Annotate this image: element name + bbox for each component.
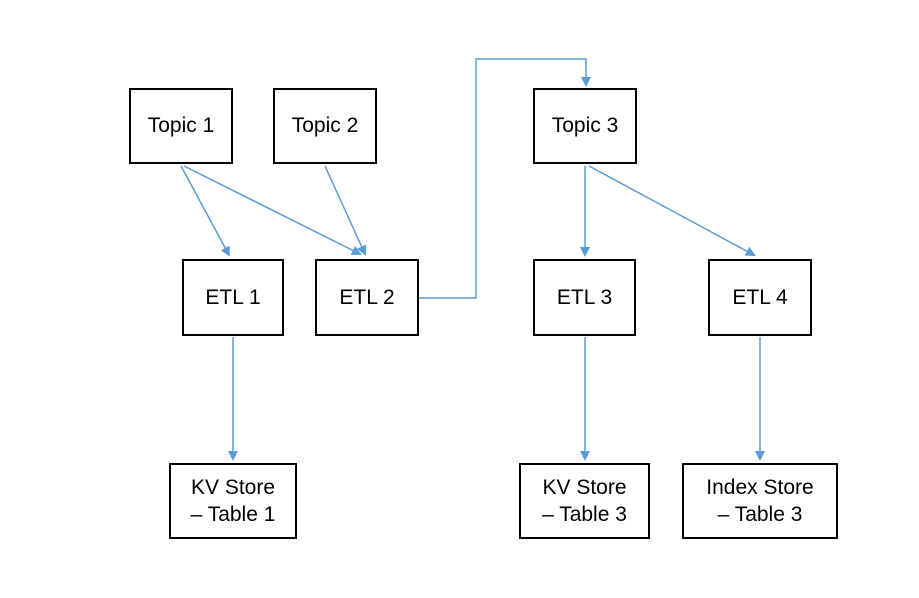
node-topic-2: Topic 2 bbox=[273, 88, 377, 164]
node-index-store-table-3-line2: – Table 3 bbox=[717, 503, 803, 526]
node-topic-3-label: Topic 3 bbox=[551, 114, 619, 138]
node-topic-1: Topic 1 bbox=[129, 88, 233, 164]
node-kv-store-table-1-line1: KV Store bbox=[190, 475, 276, 499]
node-topic-3: Topic 3 bbox=[533, 88, 637, 164]
node-kv-store-table-3: KV Store – Table 3 bbox=[519, 463, 650, 539]
connector-topic2-to-etl2 bbox=[324, 165, 367, 256]
connector-etl2-to-topic3 bbox=[419, 58, 591, 299]
node-kv-store-table-1: KV Store – Table 1 bbox=[169, 463, 297, 539]
node-etl-2-label: ETL 2 bbox=[339, 285, 395, 309]
connector-topic3-to-etl4 bbox=[588, 165, 756, 256]
node-etl-3: ETL 3 bbox=[533, 259, 636, 336]
node-index-store-table-3: Index Store – Table 3 bbox=[682, 463, 838, 539]
node-etl-1-label: ETL 1 bbox=[205, 285, 261, 309]
node-topic-1-label: Topic 1 bbox=[147, 114, 215, 138]
node-topic-2-label: Topic 2 bbox=[291, 114, 359, 138]
node-etl-2: ETL 2 bbox=[315, 259, 419, 336]
node-etl-3-label: ETL 3 bbox=[556, 285, 613, 309]
node-etl-4-label: ETL 4 bbox=[732, 285, 788, 309]
node-etl-1: ETL 1 bbox=[182, 259, 284, 336]
connector-topic1-to-etl2 bbox=[183, 165, 362, 255]
node-kv-store-table-3-line1: KV Store bbox=[542, 475, 627, 499]
node-etl-4: ETL 4 bbox=[708, 259, 812, 336]
node-kv-store-table-3-line2: – Table 3 bbox=[542, 503, 627, 526]
connector-topic1-to-etl1 bbox=[180, 165, 230, 257]
node-kv-store-table-1-line2: – Table 1 bbox=[190, 503, 276, 526]
node-index-store-table-3-line1: Index Store bbox=[706, 475, 814, 499]
